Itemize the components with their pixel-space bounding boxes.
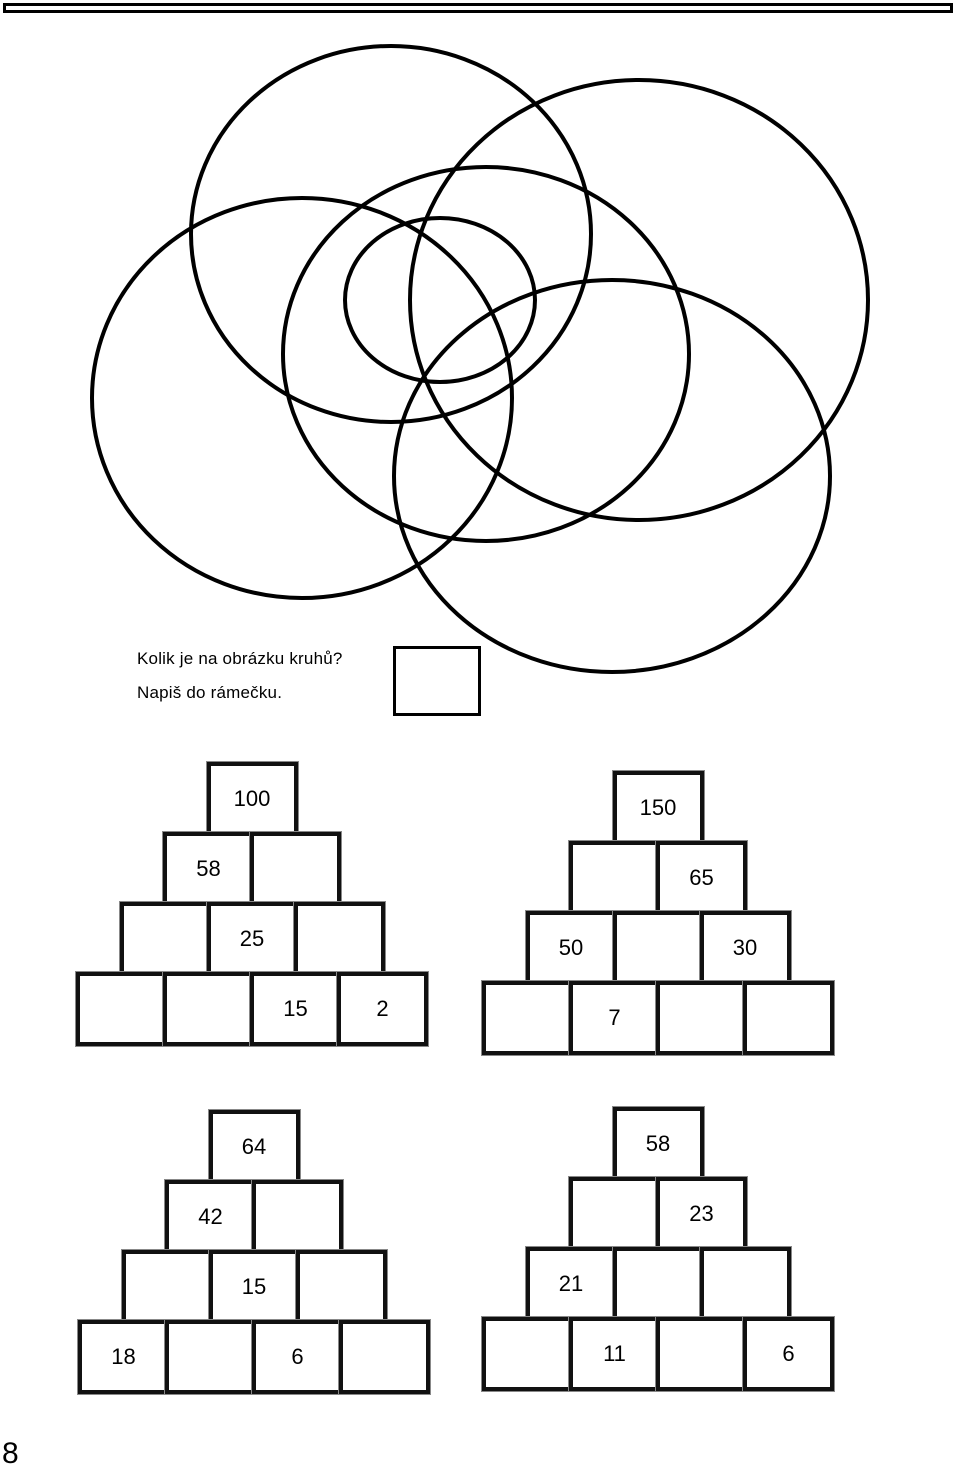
- pyramid-cell[interactable]: [163, 972, 254, 1046]
- question-line-2: Napiš do rámečku.: [137, 683, 283, 702]
- pyramid-cell: 30: [699, 911, 791, 985]
- pyramid-cell: 42: [165, 1180, 256, 1254]
- pyramid-cell: 150: [612, 771, 704, 845]
- answer-box[interactable]: [393, 646, 481, 716]
- pyramid-cell: 25: [206, 902, 298, 976]
- pyramid-cell: 15: [208, 1250, 300, 1324]
- pyramid-cell: 58: [612, 1107, 704, 1181]
- pyramid-cell[interactable]: [482, 981, 573, 1055]
- pyramid-cell: 6: [743, 1317, 834, 1391]
- pyramid-cell[interactable]: [252, 1180, 343, 1254]
- pyramid-cell[interactable]: [569, 1177, 660, 1251]
- pyramid-cell: 50: [525, 911, 617, 985]
- pyramid-cell: 15: [250, 972, 341, 1046]
- pyramid-cell[interactable]: [119, 902, 211, 976]
- pyramid-cell[interactable]: [699, 1247, 791, 1321]
- pyramid-cell[interactable]: [612, 911, 704, 985]
- overlapping-circles-figure: [90, 44, 870, 674]
- pyramid-cell[interactable]: [165, 1320, 256, 1394]
- pyramid-cell: 58: [163, 832, 254, 906]
- pyramid-cell[interactable]: [656, 981, 747, 1055]
- circle-top-right: [408, 78, 870, 522]
- pyramid-cell: 6: [252, 1320, 343, 1394]
- pyramid-cell: 21: [525, 1247, 617, 1321]
- circle-bottom-right: [392, 278, 832, 674]
- question-line-1: Kolik je na obrázku kruhů?: [137, 649, 343, 668]
- question-text: Kolik je na obrázku kruhů? Napiš do ráme…: [137, 642, 343, 710]
- circle-left: [90, 196, 514, 600]
- pyramid-cell: 18: [78, 1320, 169, 1394]
- pyramid-cell[interactable]: [250, 832, 341, 906]
- pyramid-cell: 7: [569, 981, 660, 1055]
- top-border-bar: [3, 3, 953, 13]
- pyramid-cell: 64: [208, 1110, 300, 1184]
- pyramid-cell[interactable]: [482, 1317, 573, 1391]
- pyramid-cell[interactable]: [612, 1247, 704, 1321]
- pyramid-cell[interactable]: [569, 841, 660, 915]
- pyramid-cell[interactable]: [339, 1320, 430, 1394]
- circle-inner-small: [343, 216, 537, 384]
- pyramid-cell: 2: [337, 972, 428, 1046]
- pyramid-cell[interactable]: [656, 1317, 747, 1391]
- pyramid-cell[interactable]: [121, 1250, 213, 1324]
- circle-top-left: [189, 44, 593, 424]
- pyramid-cell[interactable]: [293, 902, 385, 976]
- pyramid-cell: 65: [656, 841, 747, 915]
- pyramid-cell: 23: [656, 1177, 747, 1251]
- circle-center: [281, 165, 691, 543]
- pyramid-cell[interactable]: [76, 972, 167, 1046]
- pyramid-cell[interactable]: [743, 981, 834, 1055]
- page-number: 8: [2, 1437, 19, 1470]
- pyramid-cell[interactable]: [295, 1250, 387, 1324]
- pyramid-cell: 100: [206, 762, 298, 836]
- pyramid-cell: 11: [569, 1317, 660, 1391]
